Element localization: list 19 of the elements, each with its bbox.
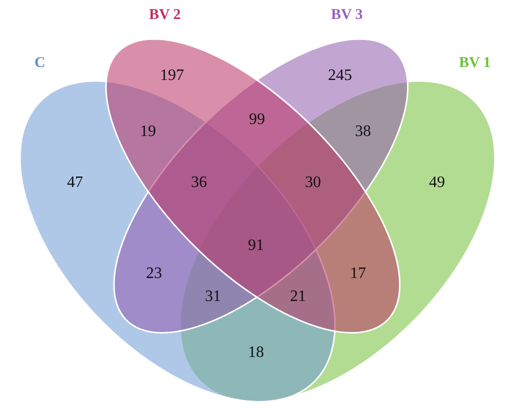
count-label: 31 xyxy=(205,289,221,305)
count-label: 30 xyxy=(305,175,321,191)
set-label: C xyxy=(34,56,46,70)
count-label: 17 xyxy=(350,266,366,282)
count-label: 21 xyxy=(290,289,306,305)
count-label: 99 xyxy=(249,112,265,128)
count-label: 38 xyxy=(355,124,371,140)
count-label: 245 xyxy=(328,68,352,84)
count-label: 49 xyxy=(429,175,445,191)
count-label: 23 xyxy=(146,266,162,282)
count-label: 91 xyxy=(248,238,264,254)
count-label: 36 xyxy=(191,175,207,191)
count-label: 18 xyxy=(248,345,264,361)
count-label: 47 xyxy=(67,175,83,191)
set-label: BV 1 xyxy=(458,56,491,70)
count-label: 197 xyxy=(160,68,184,84)
set-label: BV 3 xyxy=(330,8,363,22)
count-label: 19 xyxy=(140,124,156,140)
set-label: BV 2 xyxy=(148,8,181,22)
